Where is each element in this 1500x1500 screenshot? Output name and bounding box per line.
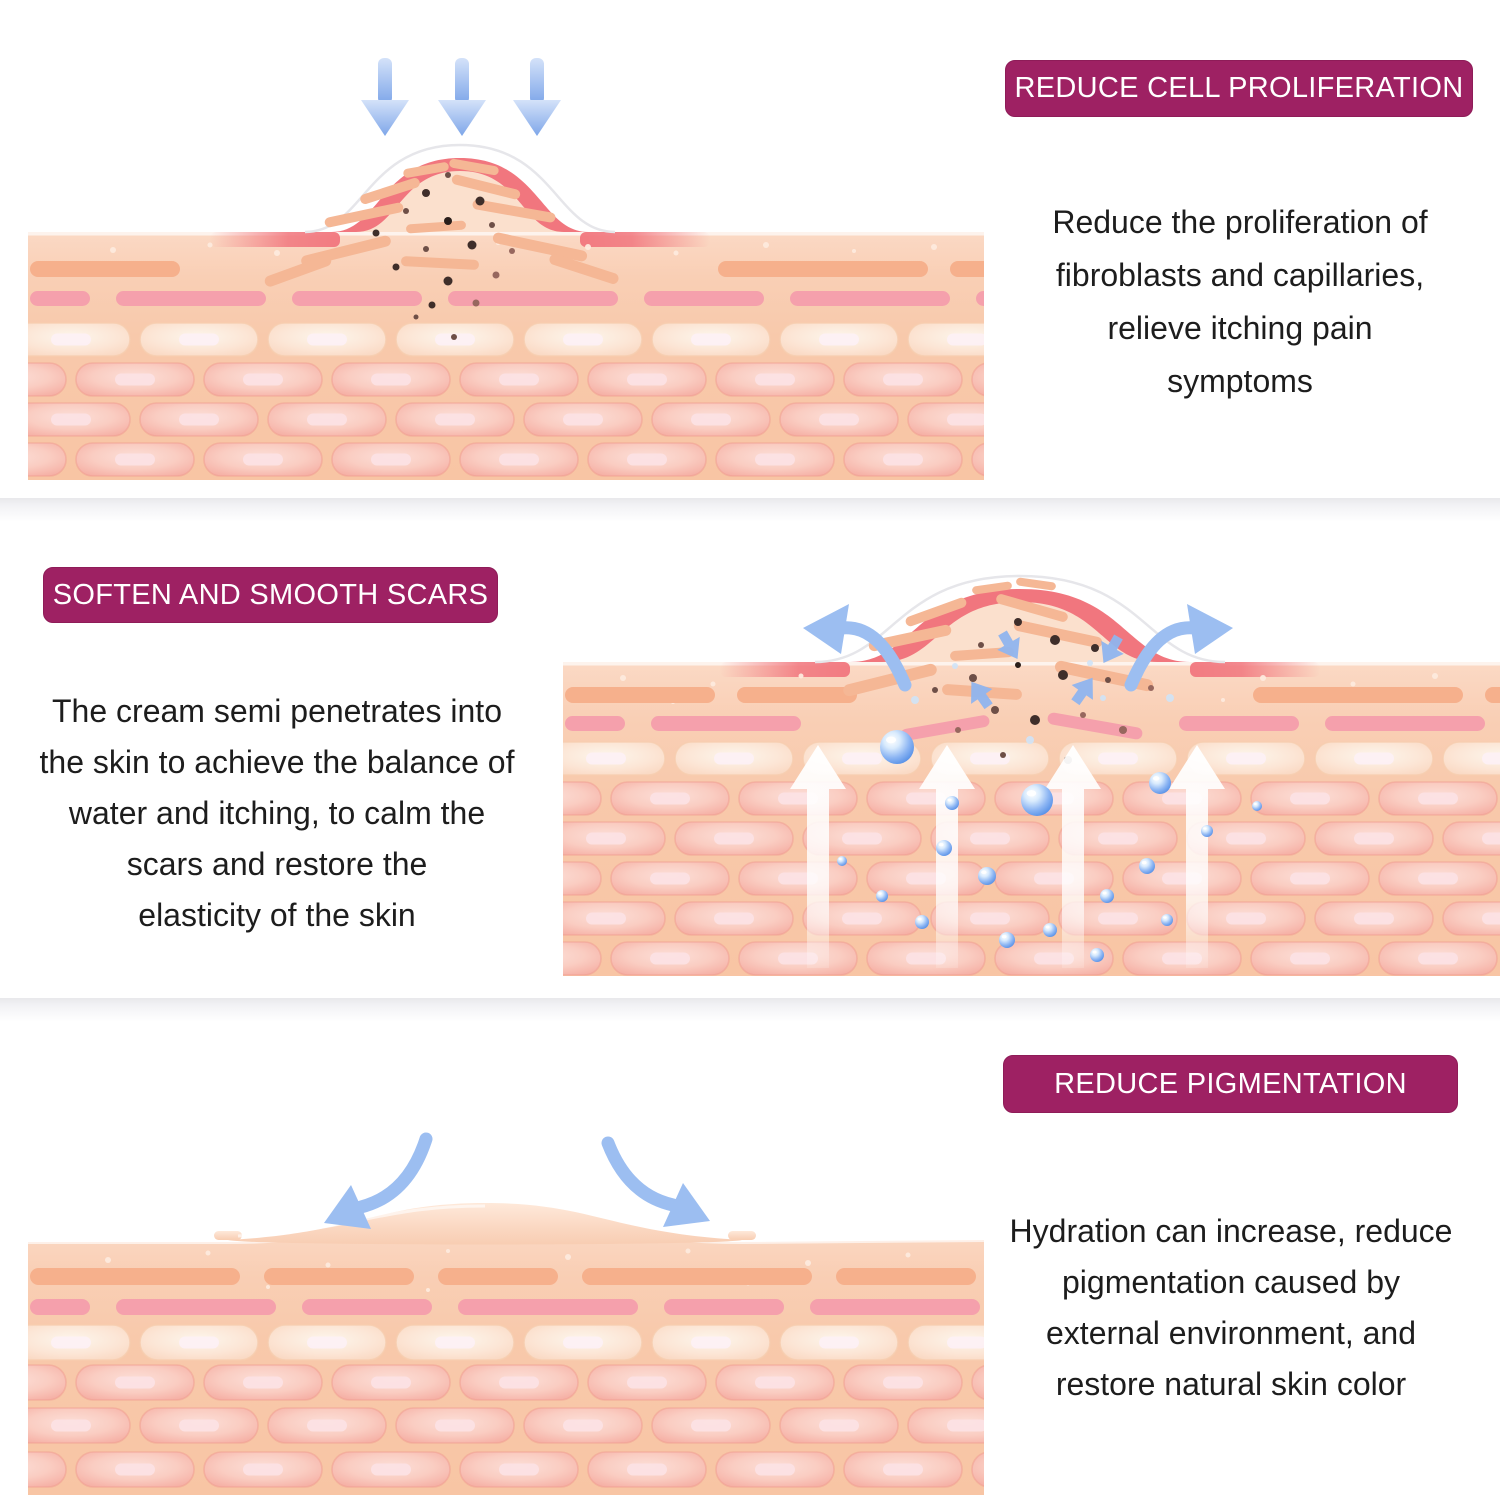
dispersal-mini-arrows [971, 630, 1124, 710]
moisture-specks [911, 660, 1174, 744]
skin-illustration-scar-moisture [563, 574, 1500, 976]
epidermis-sparkles [86, 241, 937, 267]
smooth-down-curved-arrows [324, 1132, 710, 1229]
outward-curved-arrows [803, 604, 1233, 692]
section-3-description: Hydration can increase, reduce pigmentat… [1009, 1213, 1453, 1402]
pigment-dots [372, 172, 515, 340]
skin-fiber-dashes [30, 261, 984, 306]
skin-fiber-dashes [30, 1268, 980, 1315]
scar-tissue-dashes [264, 158, 619, 287]
skin-illustration-scar-pressure [28, 58, 984, 480]
section-1-description: Reduce the proliferation of fibroblasts … [1052, 204, 1428, 399]
skin-illustration-smooth-cream [28, 1132, 984, 1495]
section-2-description: The cream semi penetrates into the skin … [39, 693, 515, 933]
water-droplets [837, 730, 1262, 962]
pressure-down-arrows [361, 58, 561, 136]
skin-cell-layers [28, 1324, 984, 1488]
tilted-pink-dashes [900, 712, 1143, 741]
moisture-up-arrows [790, 745, 1225, 968]
section-divider [0, 498, 1500, 522]
section-2-header-badge: SOFTEN AND SMOOTH SCARS [43, 567, 498, 623]
skin-cell-layers [28, 322, 984, 477]
cream-layer [214, 1203, 756, 1245]
section-divider [0, 998, 1500, 1022]
skin-fiber-dashes [565, 687, 1500, 731]
scar-tissue-dashes [843, 577, 1154, 700]
section-1-header-badge: REDUCE CELL PROLIFERATION [1005, 60, 1473, 117]
section-3-header-badge: REDUCE PIGMENTATION [1003, 1055, 1458, 1113]
